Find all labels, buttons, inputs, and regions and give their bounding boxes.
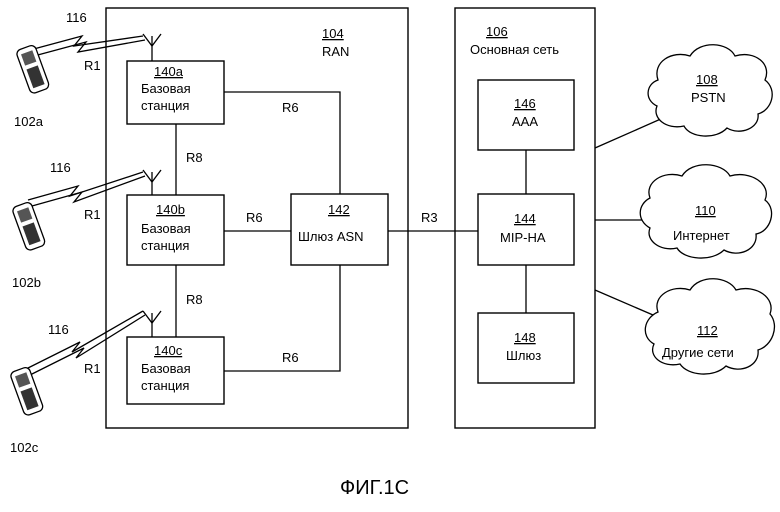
air-link-ref-a: 116 bbox=[66, 10, 87, 25]
pstn-cloud-108: 108 PSTN bbox=[647, 44, 773, 137]
svg-text:Базовая: Базовая bbox=[141, 361, 191, 376]
svg-text:Другие сети: Другие сети bbox=[662, 345, 734, 360]
phone-icon-102c bbox=[10, 366, 44, 416]
svg-text:станция: станция bbox=[141, 378, 189, 393]
ran-ref: 104 bbox=[322, 26, 344, 41]
svg-text:108: 108 bbox=[696, 72, 718, 87]
svg-text:станция: станция bbox=[141, 98, 189, 113]
r6-label-a: R6 bbox=[282, 100, 299, 115]
svg-text:MIP-HA: MIP-HA bbox=[500, 230, 546, 245]
aaa-server-146: 146 AAA bbox=[477, 79, 575, 151]
svg-text:144: 144 bbox=[514, 211, 536, 226]
phone-icon-102a bbox=[16, 44, 50, 94]
svg-text:Базовая: Базовая bbox=[141, 81, 191, 96]
core-network-ref: 106 bbox=[486, 24, 508, 39]
core-network-label: Основная сеть bbox=[470, 42, 559, 57]
mip-ha-144: 144 MIP-HA bbox=[477, 193, 575, 266]
svg-text:140b: 140b bbox=[156, 202, 185, 217]
antenna-icon-c bbox=[142, 310, 162, 337]
radio-link-b-2 bbox=[31, 175, 146, 207]
air-link-ref-c: 116 bbox=[48, 322, 69, 337]
wtru-102a-label: 102a bbox=[14, 114, 44, 129]
wtru-102c-label: 102c bbox=[10, 440, 39, 455]
core-pstn-link bbox=[594, 117, 664, 149]
svg-text:Базовая: Базовая bbox=[141, 221, 191, 236]
core-other-link bbox=[594, 289, 661, 319]
antenna-icon-b bbox=[142, 169, 162, 195]
wtru-102b-label: 102b bbox=[12, 275, 41, 290]
ran-boundary bbox=[105, 7, 409, 429]
r6-link-c bbox=[224, 265, 341, 372]
r3-label: R3 bbox=[421, 210, 438, 225]
radio-link-b bbox=[27, 171, 144, 201]
radio-link-c-2 bbox=[23, 314, 146, 379]
radio-link-c bbox=[19, 310, 144, 373]
base-station-140b: 140b Базовая станция bbox=[126, 194, 225, 266]
svg-text:146: 146 bbox=[514, 96, 536, 111]
radio-link-a-2 bbox=[33, 39, 146, 57]
svg-text:PSTN: PSTN bbox=[691, 90, 726, 105]
svg-text:Шлюз ASN: Шлюз ASN bbox=[298, 229, 364, 244]
radio-link-a bbox=[29, 34, 144, 51]
figure-caption: ФИГ.1С bbox=[340, 477, 409, 499]
r1-label-a: R1 bbox=[84, 58, 101, 73]
asn-gateway-142: 142 Шлюз ASN bbox=[290, 193, 389, 266]
phone-icon-102b bbox=[12, 201, 46, 251]
svg-text:Интернет: Интернет bbox=[673, 228, 730, 243]
ran-label: RAN bbox=[322, 44, 349, 59]
core-network-boundary bbox=[454, 7, 596, 429]
svg-text:Шлюз: Шлюз bbox=[506, 348, 541, 363]
other-networks-cloud-112: 112 Другие сети bbox=[644, 278, 775, 375]
internet-cloud-110: 110 Интернет bbox=[639, 164, 773, 259]
gateway-148: 148 Шлюз bbox=[477, 312, 575, 384]
svg-text:142: 142 bbox=[328, 202, 350, 217]
base-station-140a: 140a Базовая станция bbox=[126, 60, 225, 125]
antenna-icon-a bbox=[142, 33, 162, 61]
air-link-ref-b: 116 bbox=[50, 160, 71, 175]
r6-link-a bbox=[224, 91, 341, 194]
svg-text:140a: 140a bbox=[154, 64, 184, 79]
r8-label-bc: R8 bbox=[186, 292, 203, 307]
svg-text:112: 112 bbox=[697, 323, 718, 338]
r8-label-ab: R8 bbox=[186, 150, 203, 165]
svg-text:140c: 140c bbox=[154, 343, 183, 358]
svg-text:148: 148 bbox=[514, 330, 536, 345]
svg-text:станция: станция bbox=[141, 238, 189, 253]
r6-label-c: R6 bbox=[282, 350, 299, 365]
svg-text:AAA: AAA bbox=[512, 114, 538, 129]
svg-text:110: 110 bbox=[695, 203, 716, 218]
r6-label-b: R6 bbox=[246, 210, 263, 225]
base-station-140c: 140c Базовая станция bbox=[126, 336, 225, 405]
r1-label-b: R1 bbox=[84, 207, 101, 222]
r1-label-c: R1 bbox=[84, 361, 101, 376]
